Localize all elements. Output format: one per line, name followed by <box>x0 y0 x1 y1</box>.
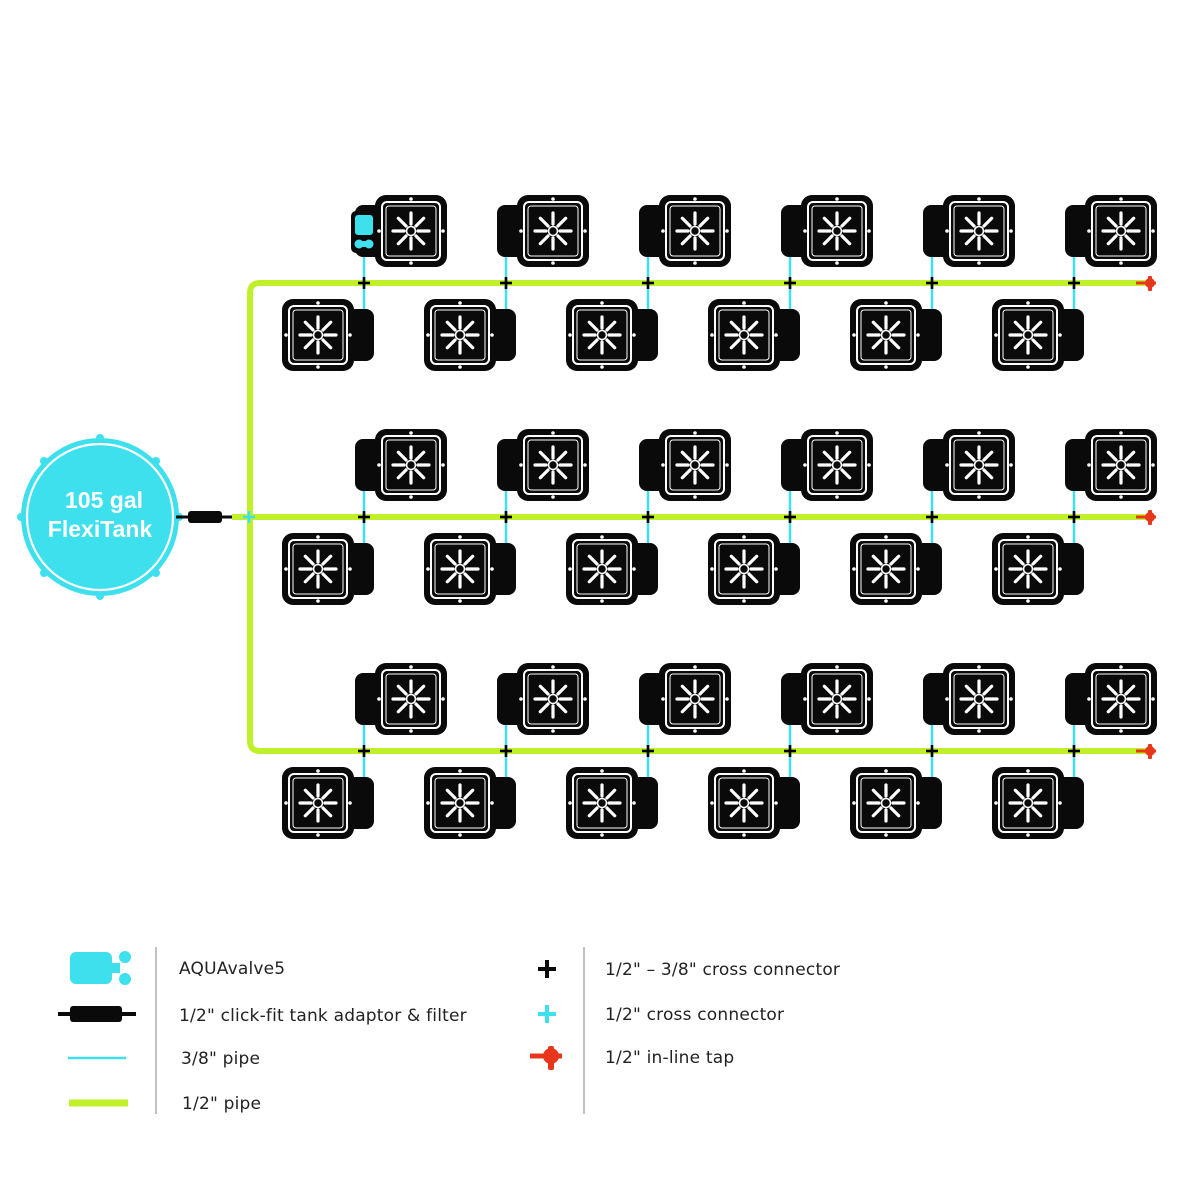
grow-pot <box>706 531 800 607</box>
tank-adaptor-filter-icon <box>176 511 232 523</box>
legend-label-half-inch-pipe: 1/2" pipe <box>182 1094 261 1114</box>
legend-label-black-cross-connector: 1/2" – 3/8" cross connector <box>605 960 840 980</box>
flexitank: 105 gal FlexiTank <box>17 434 183 600</box>
tank-capacity-label: 105 gal <box>65 487 143 513</box>
cyan-cross-connector-icon <box>538 1005 556 1023</box>
tank-adaptor-filter-icon <box>58 1006 136 1022</box>
grow-pot <box>990 297 1084 373</box>
grow-pot <box>848 297 942 373</box>
legend-label-three-eighths-pipe: 3/8" pipe <box>181 1049 260 1069</box>
grow-pot <box>564 531 658 607</box>
legend-label-cyan-cross-connector: 1/2" cross connector <box>605 1005 784 1025</box>
grow-pot <box>422 531 516 607</box>
black-cross-connector-icon <box>538 960 556 978</box>
half-inch-branch-pipe <box>247 280 1146 294</box>
black-cross-connector <box>784 277 796 289</box>
black-cross-connector <box>642 277 654 289</box>
black-cross-connector <box>926 745 938 757</box>
black-cross-connector <box>784 511 796 523</box>
grow-pot <box>280 531 374 607</box>
inline-tap <box>1136 744 1156 759</box>
inline-tap <box>1136 510 1156 525</box>
pipe-fittings <box>243 276 1156 759</box>
black-cross-connector <box>926 511 938 523</box>
black-cross-connector <box>500 277 512 289</box>
grow-pot <box>639 427 733 503</box>
legend: AQUAvalve5 1/2" click-fit tank adaptor &… <box>58 947 840 1114</box>
grow-pot <box>781 427 875 503</box>
black-cross-connector <box>642 511 654 523</box>
black-cross-connector <box>926 277 938 289</box>
grow-pot <box>639 661 733 737</box>
black-cross-connector <box>500 511 512 523</box>
black-cross-connector <box>1068 511 1080 523</box>
black-cross-connector <box>358 277 370 289</box>
black-cross-connector <box>358 511 370 523</box>
grow-pot <box>1065 661 1159 737</box>
grow-pot <box>706 765 800 841</box>
black-cross-connector <box>500 745 512 757</box>
black-cross-connector <box>1068 745 1080 757</box>
black-cross-connector <box>358 745 370 757</box>
legend-label-tank-adaptor: 1/2" click-fit tank adaptor & filter <box>179 1006 467 1026</box>
grow-pot <box>923 193 1017 269</box>
grow-pot <box>1065 427 1159 503</box>
grow-pot <box>355 661 449 737</box>
grow-pot <box>355 427 449 503</box>
black-cross-connector <box>642 745 654 757</box>
grow-pot <box>1065 193 1159 269</box>
aquavalve-icon <box>351 211 377 253</box>
grow-pot <box>990 765 1084 841</box>
grow-pot <box>923 661 1017 737</box>
grow-pot <box>422 297 516 373</box>
grow-pot <box>990 531 1084 607</box>
inline-tap <box>1136 276 1156 291</box>
grow-pot <box>639 193 733 269</box>
legend-label-inline-tap: 1/2" in-line tap <box>605 1048 734 1068</box>
grow-pot <box>497 661 591 737</box>
grow-pot <box>564 297 658 373</box>
grow-pot <box>497 427 591 503</box>
legend-label-aquavalve: AQUAvalve5 <box>179 959 285 979</box>
grow-pot <box>422 765 516 841</box>
inline-tap-icon <box>530 1046 562 1070</box>
grow-pot <box>564 765 658 841</box>
pot-grid <box>280 193 1159 841</box>
grow-pot <box>706 297 800 373</box>
black-cross-connector <box>1068 277 1080 289</box>
grow-pot <box>923 427 1017 503</box>
black-cross-connector <box>784 745 796 757</box>
aquavalve-icon <box>70 951 131 985</box>
grow-pot <box>497 193 591 269</box>
grow-pot <box>848 531 942 607</box>
half-inch-branch-pipe <box>247 740 1146 754</box>
grow-pot <box>848 765 942 841</box>
tank-name-label: FlexiTank <box>48 516 153 542</box>
grow-pot <box>781 193 875 269</box>
grow-pot <box>280 297 374 373</box>
grow-pot <box>280 765 374 841</box>
grow-pot <box>781 661 875 737</box>
cyan-cross-connector <box>243 511 255 523</box>
